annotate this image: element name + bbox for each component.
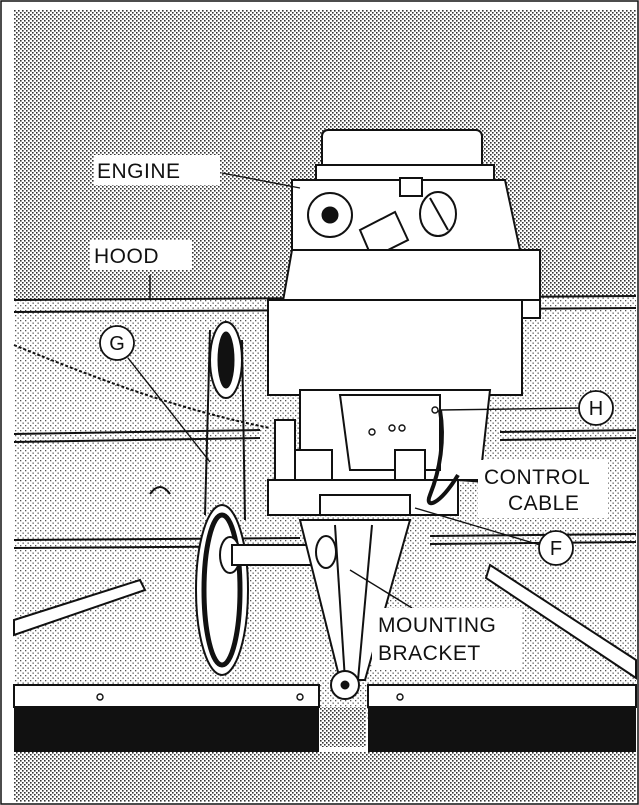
label-control-cable-line1: CONTROL xyxy=(484,466,590,489)
svg-text:H: H xyxy=(589,398,603,420)
label-engine: ENGINE xyxy=(97,160,181,183)
callout-f: F xyxy=(538,530,574,566)
svg-text:F: F xyxy=(550,538,562,560)
label-mounting-bracket-line1: MOUNTING xyxy=(378,614,496,637)
label-mounting-bracket-line2: BRACKET xyxy=(378,642,481,665)
front-bumper xyxy=(13,684,637,802)
engine-leader xyxy=(221,172,301,189)
f-leader xyxy=(414,507,541,546)
engine xyxy=(267,129,541,516)
label-hood: HOOD xyxy=(94,245,159,268)
mounting-bracket xyxy=(298,519,412,700)
control-cable xyxy=(426,409,460,506)
label-control-cable-line2: CABLE xyxy=(508,492,579,515)
svg-text:G: G xyxy=(109,333,125,355)
callout-h: H xyxy=(578,390,614,426)
h-leader xyxy=(439,407,581,411)
g-leader xyxy=(127,357,211,463)
callout-g: G xyxy=(99,325,135,361)
control-cable-leader xyxy=(454,479,483,483)
pulley-assembly xyxy=(195,321,323,676)
drive-belt xyxy=(13,344,271,429)
mounting-bracket-leader xyxy=(349,569,413,609)
